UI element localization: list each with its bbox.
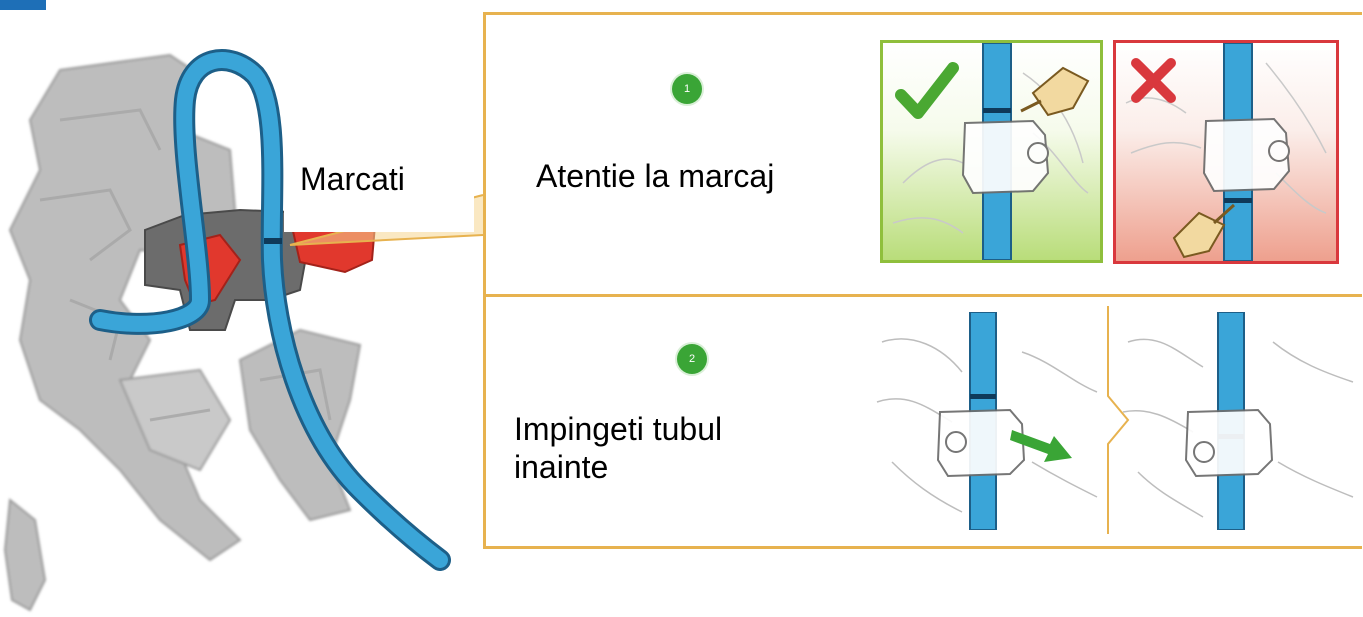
clip-icon — [963, 121, 1048, 193]
check-mark-icon — [901, 68, 953, 113]
tube-marking-icon — [983, 108, 1011, 113]
step-2-caption-box: Impingeti tubul inainte — [500, 408, 790, 504]
wrong-example-tile — [1113, 40, 1339, 264]
step-1-badge: 1 — [672, 74, 702, 104]
marker-label-box: Marcati — [284, 140, 474, 232]
tube-marking-icon — [1224, 198, 1252, 203]
step-2-badge: 2 — [677, 344, 707, 374]
clip-icon — [1204, 119, 1289, 191]
step-2-caption: Impingeti tubul inainte — [514, 411, 722, 485]
clip-icon — [1186, 410, 1272, 476]
step-1-caption-box: Atentie la marcaj — [520, 115, 822, 225]
step-1-caption: Atentie la marcaj — [536, 158, 774, 194]
push-before-tile — [872, 312, 1104, 530]
cross-mark-icon — [1136, 63, 1171, 98]
push-after-tile — [1108, 312, 1358, 530]
engine-assembly-illustration — [0, 0, 500, 617]
clip-icon — [938, 410, 1024, 476]
tube-marking — [264, 238, 282, 244]
tube-marking-icon — [970, 394, 996, 399]
pointing-hand-icon — [1021, 68, 1088, 115]
correct-example-tile — [880, 40, 1103, 263]
marker-label: Marcati — [300, 161, 405, 197]
